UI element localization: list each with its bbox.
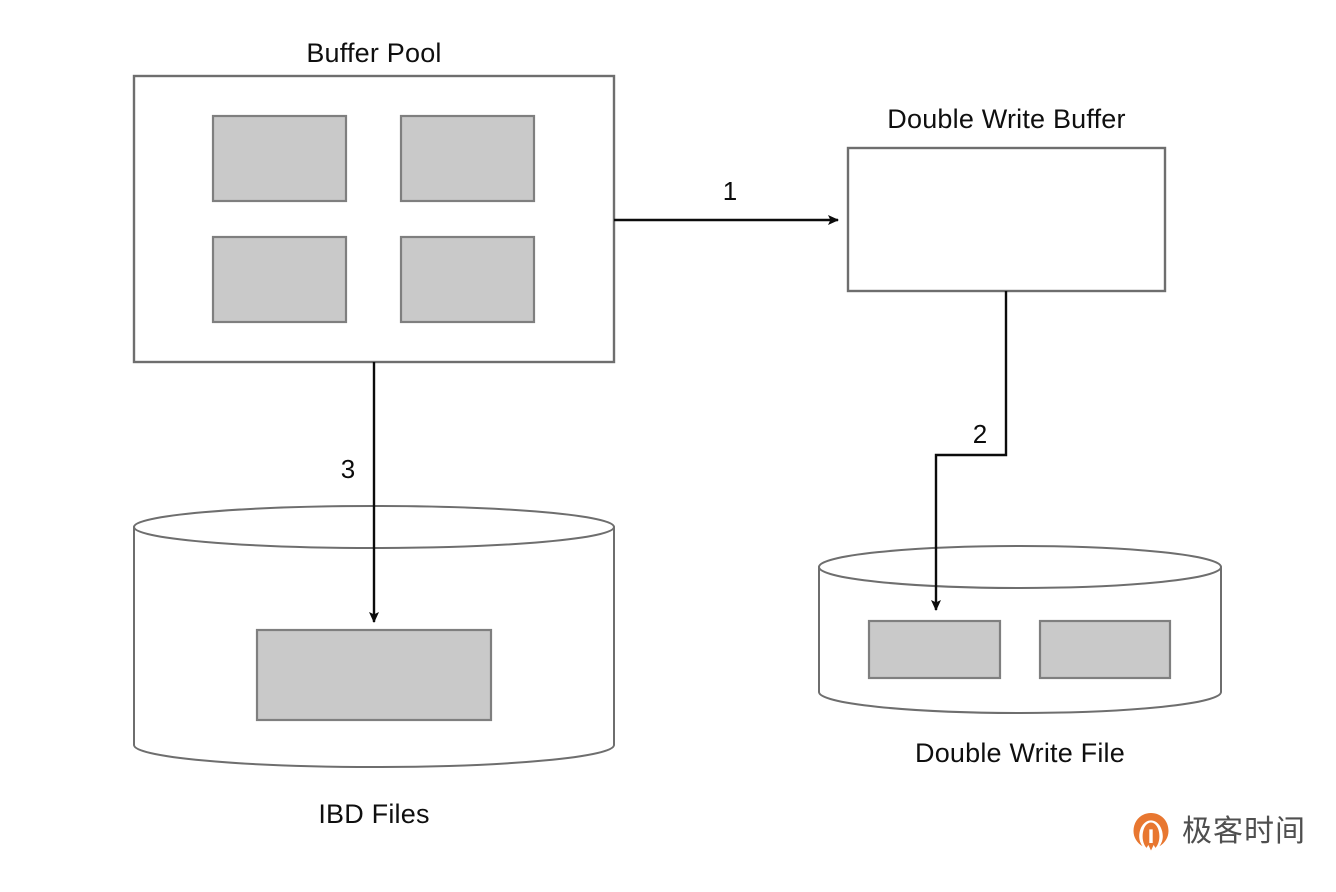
double-write-file-node[interactable] [818,545,1222,714]
double-write-buffer-label: Double Write Buffer [887,104,1126,134]
buffer-pool-label: Buffer Pool [306,38,442,68]
geektime-logo-icon [1129,810,1173,854]
edge-1-label: 1 [712,178,748,204]
buffer-pool-page-2[interactable] [399,114,536,203]
double-write-file-cylinder-top [818,545,1222,589]
double-write-buffer-node[interactable] [846,146,1167,293]
double-write-file-label: Double Write File [915,738,1125,768]
double-write-file-page-2[interactable] [1038,619,1172,680]
ibd-files-page-1[interactable] [255,628,493,722]
edge-2-label: 2 [962,421,998,447]
buffer-pool-node[interactable] [132,74,616,364]
double-write-buffer-box[interactable] [846,146,1167,293]
edge-2-arrow [931,291,1008,611]
double-write-file-page-1[interactable] [867,619,1002,680]
buffer-pool-page-1[interactable] [211,114,348,203]
geektime-wordmark: 极客时间 [1182,814,1306,849]
buffer-pool-page-4[interactable] [399,235,536,324]
ibd-files-label: IBD Files [318,799,430,829]
edge-3-label: 3 [330,456,366,482]
buffer-pool-box[interactable] [132,74,616,364]
buffer-pool-page-3[interactable] [211,235,348,324]
geektime-watermark: 极客时间 [1129,810,1306,854]
